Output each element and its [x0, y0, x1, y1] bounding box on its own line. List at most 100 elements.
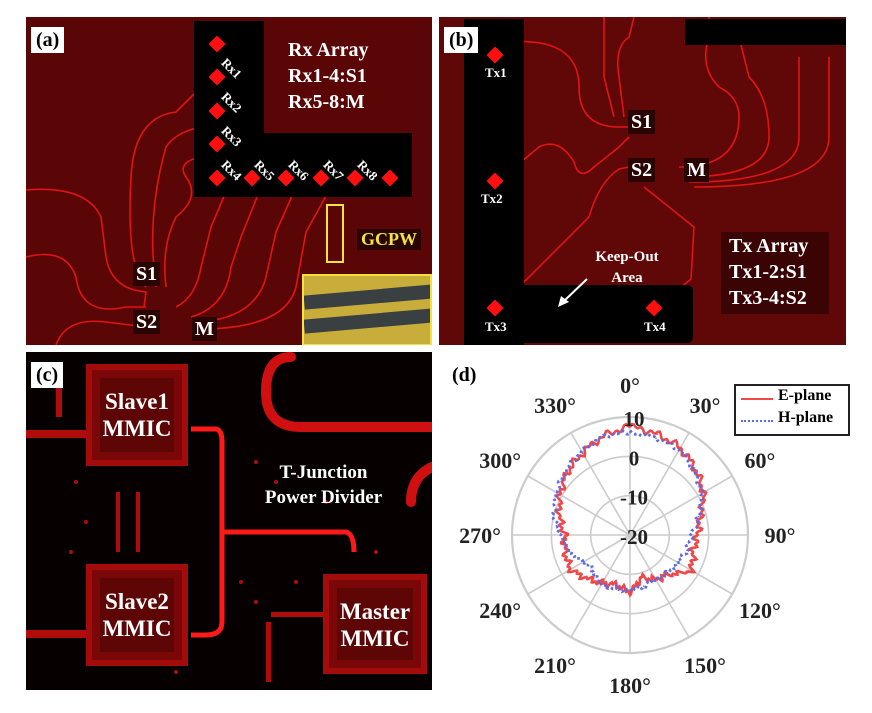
- trace: [260, 352, 432, 432]
- chip-s1-label: S1: [133, 262, 161, 286]
- gcpw-inset: [302, 274, 432, 345]
- keepout-label-line2: Area: [611, 270, 643, 286]
- legend-h-plane-swatch: [741, 420, 773, 422]
- e-plane-point: [696, 534, 698, 536]
- h-plane-point: [655, 437, 657, 439]
- h-plane-point: [686, 549, 688, 552]
- grid-spoke: [527, 534, 631, 595]
- trace: [151, 108, 219, 288]
- radial-tick-label: 0: [629, 446, 640, 470]
- legend-e-plane-swatch: [741, 398, 773, 400]
- trace: [205, 186, 332, 330]
- angle-tick-label: 210°: [534, 653, 576, 678]
- trace: [406, 462, 432, 507]
- h-plane-point: [600, 583, 603, 586]
- angle-tick-label: 90°: [765, 523, 796, 548]
- h-plane-point: [666, 571, 669, 574]
- h-plane-point: [700, 492, 703, 495]
- e-plane-point: [640, 575, 642, 578]
- angle-tick-label: 30°: [690, 393, 721, 418]
- chip-s1-label: S1: [628, 110, 656, 134]
- t-junction-branch: [191, 426, 225, 638]
- grid-spoke: [629, 534, 733, 595]
- e-plane-point: [586, 577, 588, 579]
- e-plane-point: [566, 471, 569, 474]
- trace: [688, 57, 800, 183]
- h-plane-point: [697, 515, 700, 518]
- angle-tick-label: 300°: [479, 448, 521, 473]
- tx1-label: Tx1: [485, 65, 507, 80]
- e-plane-point: [564, 534, 566, 536]
- polar-chart: 0°30°60°90°120°150°180°210°240°270°300°3…: [459, 373, 795, 698]
- angle-tick-label: 150°: [684, 653, 726, 678]
- trace: [678, 17, 740, 168]
- e-plane-point: [690, 569, 693, 572]
- grid-spoke: [527, 475, 631, 536]
- panel-a-label: (a): [31, 27, 65, 53]
- trace: [496, 136, 630, 183]
- rx-array-corner: [685, 19, 846, 45]
- e-plane-point: [679, 447, 681, 449]
- grid-spoke: [629, 475, 733, 536]
- trace: [496, 166, 630, 310]
- rx-array-mapping-1: Rx1-4:S1: [288, 65, 367, 87]
- angle-tick-label: 180°: [609, 673, 651, 698]
- e-plane-point: [656, 433, 658, 436]
- e-plane-point: [691, 550, 694, 553]
- h-plane-point: [593, 570, 595, 572]
- legend-e-plane-label: E-plane: [778, 387, 832, 404]
- h-plane-point: [553, 513, 555, 516]
- panel-a-rx-array-layout: (a) Rx Array Rx1-4:S1 Rx5-8:M Rx1 Rx2 Rx…: [26, 17, 432, 345]
- trace: [643, 186, 695, 310]
- h-plane-point: [565, 470, 567, 472]
- mmic-traces: [26, 352, 432, 682]
- panel-b-label: (b): [444, 27, 479, 53]
- slave2-label-line1: Slave2: [105, 589, 169, 614]
- angle-tick-label: 0°: [620, 373, 640, 398]
- legend-h-plane-label: H-plane: [778, 409, 834, 426]
- h-plane-point: [676, 561, 679, 564]
- angle-tick-label: 270°: [459, 523, 501, 548]
- h-plane-point: [555, 491, 558, 494]
- slave1-label-line2: MMIC: [102, 416, 172, 441]
- t-junction-label-line2: Power Divider: [264, 487, 383, 508]
- h-plane-point: [693, 470, 695, 472]
- e-plane-point: [702, 491, 705, 494]
- master-mmic-chip: Master MMIC: [323, 574, 427, 674]
- h-plane-point: [602, 435, 605, 438]
- tx-traces: [496, 17, 830, 310]
- panel-d-radiation-pattern: (d) 0°30°60°90°120°150°180°210°240°270°3…: [436, 352, 872, 713]
- gcpw-label: GCPW: [357, 229, 421, 250]
- series-layer: [551, 422, 708, 598]
- grid-spoke: [629, 534, 690, 638]
- h-plane-point: [581, 450, 583, 453]
- legend: E-plane H-plane: [734, 384, 850, 436]
- radial-tick-label: -20: [620, 525, 648, 549]
- e-plane-point: [559, 493, 561, 496]
- master-label-line2: MMIC: [340, 626, 410, 651]
- h-plane-point: [654, 578, 657, 581]
- trace: [26, 253, 146, 310]
- h-plane-point: [568, 550, 571, 553]
- h-plane-point: [560, 534, 562, 536]
- master-label-line1: Master: [339, 599, 411, 624]
- chip-s2-label: S2: [133, 310, 161, 334]
- trace: [163, 141, 220, 288]
- tx4-label: Tx4: [644, 319, 666, 334]
- slave1-label-line1: Slave1: [105, 389, 169, 414]
- e-plane-point: [569, 568, 572, 571]
- keepout-label-line1: Keep-Out: [595, 249, 659, 265]
- panel-d-label: (d): [452, 364, 477, 386]
- tx-array-mapping-1: Tx1-2:S1: [729, 261, 807, 283]
- e-plane-point: [694, 468, 697, 471]
- angle-tick-label: 330°: [534, 393, 576, 418]
- h-plane-point: [642, 585, 645, 588]
- h-plane-point: [629, 431, 631, 434]
- tx-array-mapping-2: Tx3-4:S2: [729, 287, 807, 309]
- slave2-mmic-chip: Slave2 MMIC: [86, 564, 188, 666]
- angle-tick-labels: 0°30°60°90°120°150°180°210°240°270°300°3…: [459, 373, 795, 698]
- trace: [693, 57, 830, 188]
- e-plane-point: [564, 551, 567, 554]
- trace: [55, 320, 147, 345]
- tx3-label: Tx3: [485, 319, 507, 334]
